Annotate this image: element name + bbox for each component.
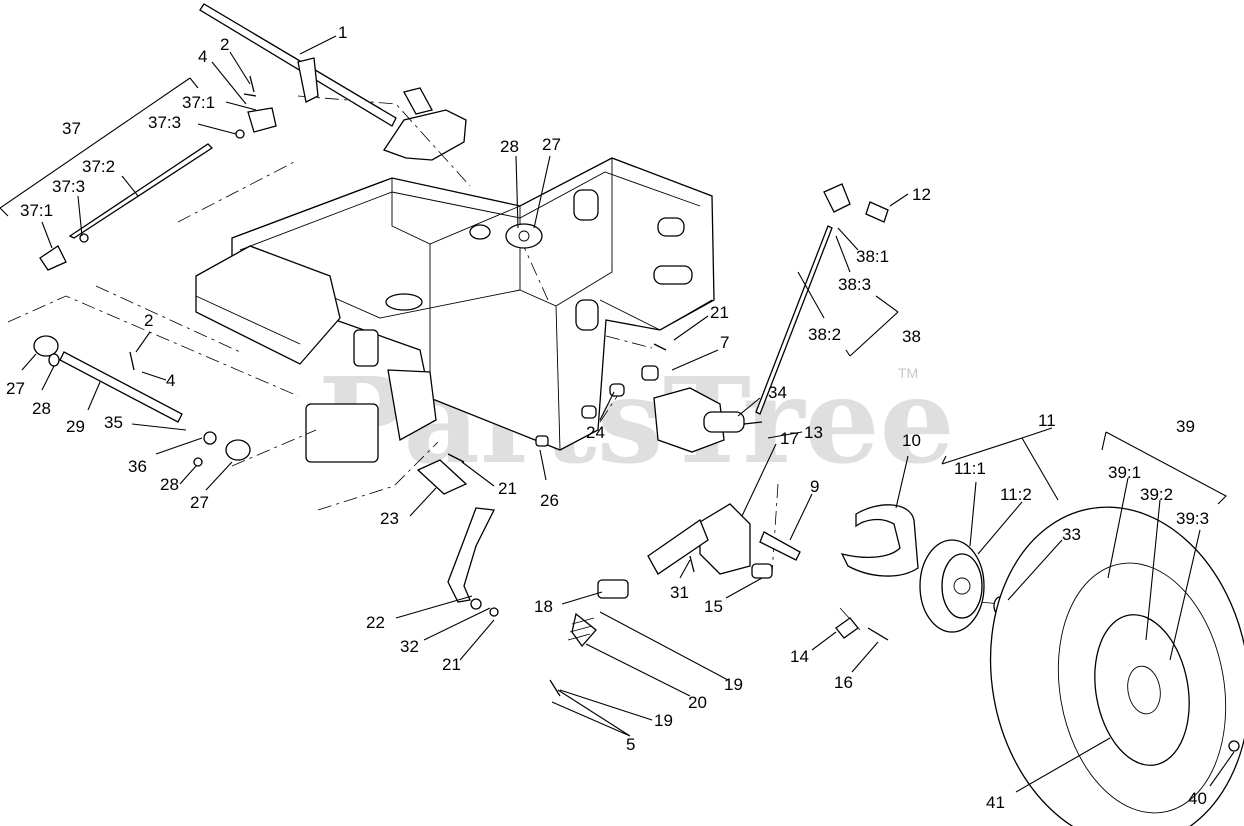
leader-lines <box>0 35 1235 793</box>
callout-37-3: 37:3 <box>148 113 181 132</box>
callout-39-1: 39:1 <box>1108 463 1141 482</box>
callout-11-2: 11:2 <box>1000 485 1032 504</box>
callout-36: 36 <box>128 457 147 476</box>
callout-38: 38 <box>902 327 921 346</box>
callout-13: 13 <box>804 423 823 442</box>
parts <box>33 3 1244 826</box>
callout-27: 27 <box>190 493 209 512</box>
callout-2: 2 <box>144 311 153 330</box>
callout-37-2: 37:2 <box>82 157 115 176</box>
callout-28: 28 <box>500 137 519 156</box>
watermark-trademark: TM <box>898 365 918 381</box>
callout-41: 41 <box>986 793 1005 812</box>
callout-34: 34 <box>768 383 787 402</box>
callout-17: 17 <box>780 429 799 448</box>
callout-39-3: 39:3 <box>1176 509 1209 528</box>
callout-18: 18 <box>534 597 553 616</box>
callout-24: 24 <box>586 423 605 442</box>
callout-16: 16 <box>834 673 853 692</box>
callout-15: 15 <box>704 597 723 616</box>
callout-38-3: 38:3 <box>838 275 871 294</box>
callout-21: 21 <box>442 655 461 674</box>
callout-32: 32 <box>400 637 419 656</box>
callout-27: 27 <box>6 379 25 398</box>
callout-9: 9 <box>810 477 819 496</box>
callout-14: 14 <box>790 647 809 666</box>
callout-12: 12 <box>912 185 931 204</box>
callout-20: 20 <box>688 693 707 712</box>
callout-37-3: 37:3 <box>52 177 85 196</box>
callout-37-1: 37:1 <box>182 93 215 112</box>
callout-31: 31 <box>670 583 689 602</box>
callout-19: 19 <box>654 711 673 730</box>
callout-27: 27 <box>542 135 561 154</box>
callout-37: 37 <box>62 119 81 138</box>
callout-28: 28 <box>160 475 179 494</box>
callout-40: 40 <box>1188 789 1207 808</box>
callout-23: 23 <box>380 509 399 528</box>
callout-11: 11 <box>1038 411 1056 430</box>
chassis-frame <box>195 87 715 463</box>
callout-26: 26 <box>540 491 559 510</box>
callout-10: 10 <box>902 431 921 450</box>
callout-labels: 1 2 4 37:1 37:3 37 37:2 37:3 37:1 28 27 … <box>6 23 1209 812</box>
callout-21: 21 <box>498 479 517 498</box>
callout-1: 1 <box>338 23 347 42</box>
callout-19: 19 <box>724 675 743 694</box>
callout-11-1: 11:1 <box>954 459 986 478</box>
callout-37-1: 37:1 <box>20 201 53 220</box>
callout-28: 28 <box>32 399 51 418</box>
callout-7: 7 <box>720 333 729 352</box>
callout-4: 4 <box>166 371 175 390</box>
callout-38-1: 38:1 <box>856 247 889 266</box>
callout-39-2: 39:2 <box>1140 485 1173 504</box>
callout-33: 33 <box>1062 525 1081 544</box>
callout-35: 35 <box>104 413 123 432</box>
callout-2: 2 <box>220 35 229 54</box>
callout-38-2: 38:2 <box>808 325 841 344</box>
callout-21: 21 <box>710 303 729 322</box>
callout-5: 5 <box>626 735 635 754</box>
callout-4: 4 <box>198 47 207 66</box>
callout-29: 29 <box>66 417 85 436</box>
callout-22: 22 <box>366 613 385 632</box>
callout-39: 39 <box>1176 417 1195 436</box>
